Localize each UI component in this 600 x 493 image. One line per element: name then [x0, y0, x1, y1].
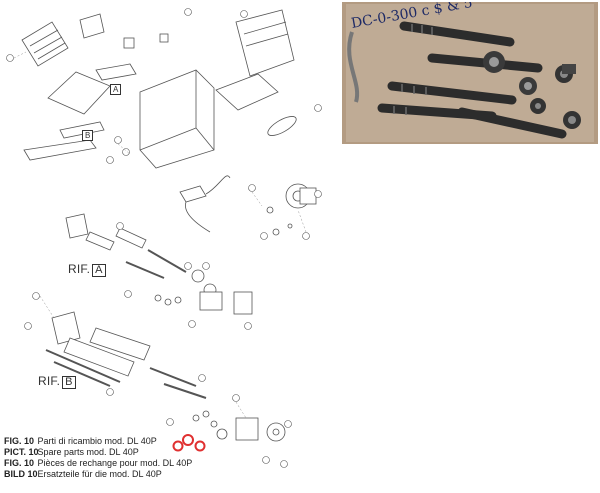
- roller: [85, 231, 115, 251]
- long-bar: [23, 139, 97, 161]
- shaft: [147, 249, 187, 273]
- rif-label: RIF.: [38, 374, 61, 388]
- highlight-circle: [172, 440, 184, 452]
- highlighted-parts: [172, 434, 206, 452]
- caption-french: FIG. 10 Pièces de rechange pour mod. DL …: [4, 458, 264, 469]
- top-cover-housing: [235, 9, 295, 77]
- caption-fig-label: FIG. 10: [4, 458, 35, 468]
- reference-label-b: RIF.B: [38, 374, 76, 389]
- gear-housing: [235, 417, 259, 441]
- figure-captions: FIG. 10 Parti di ricambio mod. DL 40P PI…: [4, 436, 264, 480]
- mount-plate: [123, 37, 135, 49]
- foot-pedal: [179, 185, 207, 203]
- lower-shaft: [149, 367, 197, 387]
- drive-belt: [267, 116, 297, 136]
- rif-label: RIF.: [68, 262, 91, 276]
- caption-fig-label: BILD 10: [4, 469, 38, 479]
- parts-bag-photo: DC-0-300 c $ & 5: [342, 2, 598, 144]
- caption-text: Parti di ricambio mod. DL 40P: [37, 436, 157, 446]
- roller-b: [89, 327, 151, 361]
- caption-text: Pièces de rechange pour mod. DL 40P: [37, 458, 193, 468]
- reference-label-a: RIF.A: [68, 262, 106, 277]
- bearing-block-a: [65, 213, 89, 239]
- ref-box-a: A: [110, 84, 122, 95]
- main-body-housing: [139, 69, 215, 169]
- caption-fig-label: FIG. 10: [4, 436, 35, 446]
- rif-letter: B: [62, 376, 76, 389]
- fan-grille: [21, 21, 69, 67]
- caption-english: PICT. 10 Spare parts mod. DL 40P: [4, 447, 264, 458]
- small-panel: [79, 13, 105, 39]
- photo-content: DC-0-300 c $ & 5: [342, 2, 598, 144]
- bushing: [191, 269, 205, 283]
- caption-fig-label: PICT. 10: [4, 447, 39, 457]
- caption-text: Spare parts mod. DL 40P: [37, 447, 139, 457]
- bearing-block-b: [51, 311, 81, 345]
- drive-gear: [285, 183, 317, 209]
- highlight-circle: [194, 440, 206, 452]
- highlight-circle: [182, 434, 194, 446]
- caption-german: BILD 10 Ersatzteile für die mod. DL 40P: [4, 469, 264, 480]
- right-cover: [215, 73, 279, 111]
- caption-italian: FIG. 10 Parti di ricambio mod. DL 40P: [4, 436, 264, 447]
- exploded-parts-diagram: [6, 8, 322, 468]
- caption-text: Ersatzteile für die mod. DL 40P: [37, 469, 162, 479]
- rif-letter: A: [92, 264, 106, 277]
- ref-box-b: B: [82, 130, 94, 141]
